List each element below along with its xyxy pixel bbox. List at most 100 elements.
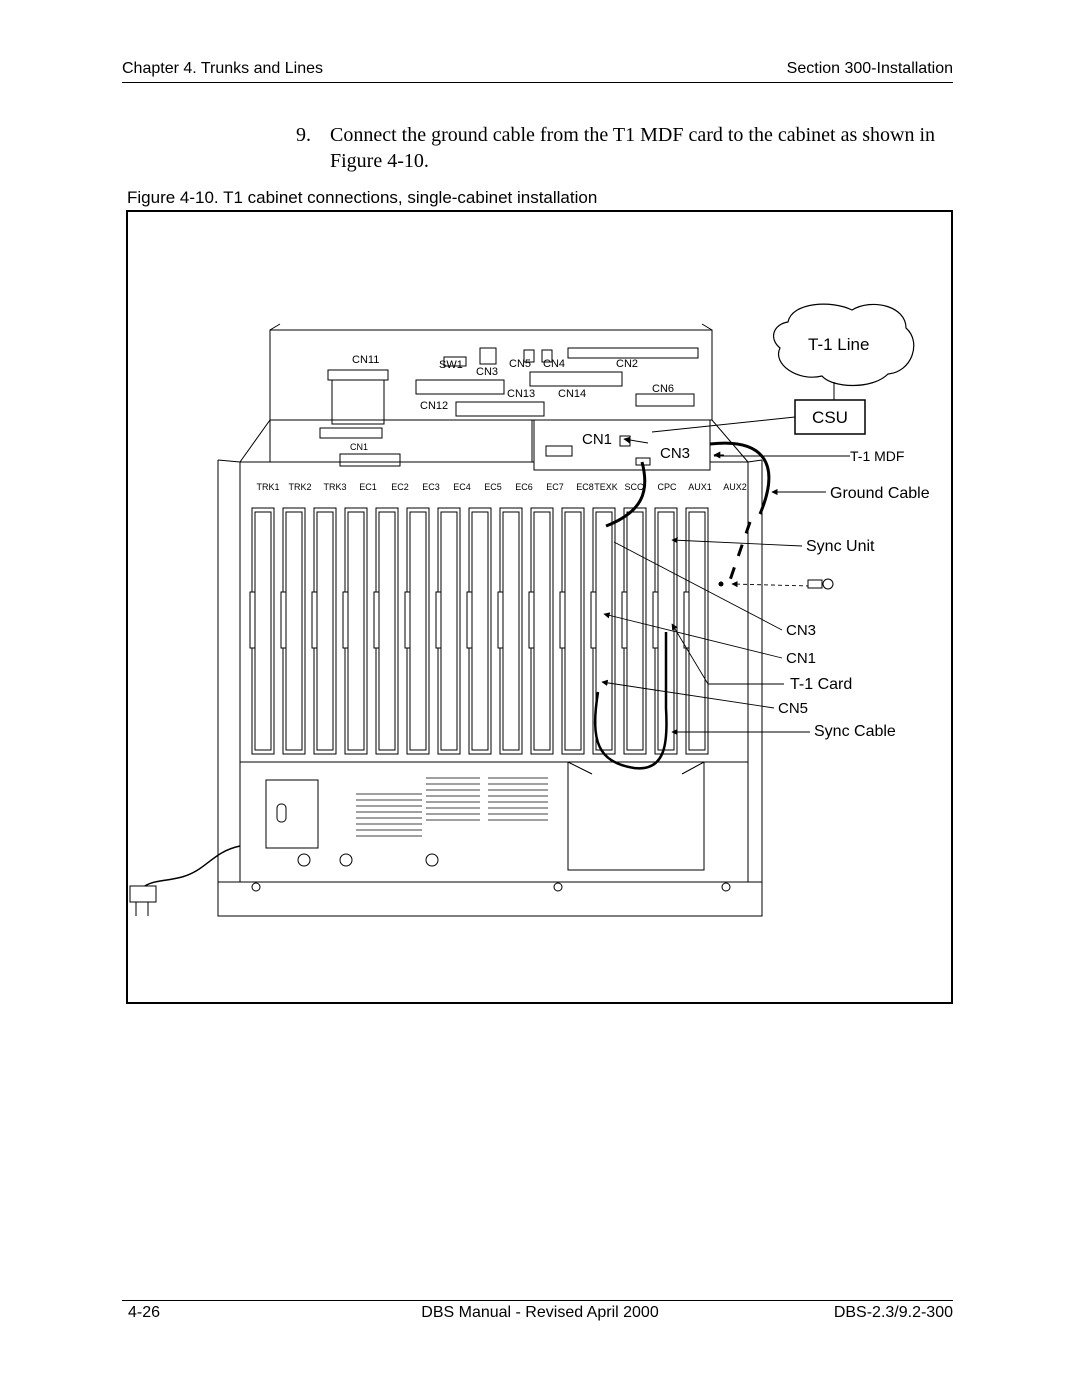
step-number: 9. (296, 124, 311, 146)
cn3-cable (605, 461, 647, 528)
slot-label: SCC (624, 482, 644, 492)
slot-label: TRK1 (256, 482, 279, 492)
sw1-switch (443, 356, 467, 367)
instruction-step: 9. Connect the ground cable from the T1 … (296, 122, 956, 174)
footer-rule (122, 1300, 953, 1301)
power-cord (141, 845, 241, 889)
label-cn4: CN4 (543, 358, 565, 370)
slot-label: TRK2 (288, 482, 311, 492)
label-t1-line: T-1 Line (808, 335, 869, 354)
mdf-cn1 (619, 435, 631, 447)
header-section: Section 300-Installation (786, 60, 953, 77)
card-latch (621, 591, 628, 649)
sync-cable (594, 632, 668, 770)
label-cn6: CN6 (652, 383, 674, 395)
label-t1-card: T-1 Card (790, 676, 852, 693)
slot-label: EC8 (576, 482, 594, 492)
card-latch (404, 591, 411, 649)
slot-label: EC3 (422, 482, 440, 492)
label-ground-cable: Ground Cable (830, 485, 930, 502)
foot (721, 882, 731, 892)
slot-label: AUX2 (723, 482, 747, 492)
switch (276, 803, 287, 823)
slot-label: EC1 (359, 482, 377, 492)
label-cn1-right: CN1 (786, 650, 816, 667)
foot (553, 882, 563, 892)
card-latch (652, 591, 659, 649)
cn13-connector (415, 379, 505, 395)
cn3-jack (479, 347, 497, 365)
card-latch (559, 591, 566, 649)
slot-label: AUX1 (688, 482, 712, 492)
label-cn12: CN12 (420, 400, 448, 412)
ground-cable-solid (709, 441, 771, 515)
knob (339, 853, 353, 867)
card-latch (249, 591, 256, 649)
label-sync-unit: Sync Unit (806, 538, 875, 555)
slot-label: TRK3 (323, 482, 346, 492)
label-cn1: CN1 (350, 442, 368, 452)
slot-label: EC7 (546, 482, 564, 492)
footer-title: DBS Manual - Revised April 2000 (421, 1304, 659, 1321)
figure-caption: Figure 4-10. T1 cabinet connections, sin… (127, 188, 598, 207)
power-plug (129, 885, 157, 903)
label-cn3: CN3 (476, 366, 498, 378)
card-latch (683, 591, 690, 649)
card-latch (280, 591, 287, 649)
label-cn5-right: CN5 (778, 700, 808, 717)
card-latch (435, 591, 442, 649)
label-cn3-right: CN3 (786, 622, 816, 639)
card-latch (342, 591, 349, 649)
csu-box (794, 399, 866, 435)
cn5-connector (523, 349, 535, 363)
slot-label: EC2 (391, 482, 409, 492)
board-connectors (269, 347, 711, 471)
card-latch (497, 591, 504, 649)
label-mdf-cn1: CN1 (582, 431, 612, 448)
cable-connector (319, 427, 383, 439)
power-switch-panel (265, 779, 319, 849)
label-sync-cable: Sync Cable (814, 723, 896, 740)
card-latch (373, 591, 380, 649)
footer-doc: DBS-2.3/9.2-300 (833, 1304, 953, 1321)
label-t1-mdf: T-1 MDF (850, 448, 904, 464)
cn4-connector (541, 349, 553, 363)
slot-label: TEXK (594, 482, 618, 492)
label-cn13: CN13 (507, 388, 535, 400)
cn14-connector (529, 371, 623, 387)
vent-grille (356, 777, 548, 837)
slot-labels: TRK1 TRK2 TRK3 EC1 EC2 EC3 EC4 EC5 EC6 E… (256, 482, 746, 492)
cn2-connector (567, 347, 699, 359)
card-latch (311, 591, 318, 649)
figure-frame: CN11 SW1 CN3 CN5 CN4 CN2 CN6 CN13 CN14 C… (126, 210, 953, 1004)
label-cn5: CN5 (509, 358, 531, 370)
ground-screw (807, 578, 834, 590)
label-mdf-cn3: CN3 (660, 445, 690, 462)
cn11-connector (327, 369, 389, 381)
t1-line-cloud (772, 303, 915, 386)
header-chapter: Chapter 4. Trunks and Lines (122, 60, 324, 77)
card-latch (590, 591, 597, 649)
step-text: Connect the ground cable from the T1 MDF… (330, 124, 936, 172)
knob (297, 853, 311, 867)
label-sw1: SW1 (439, 359, 463, 371)
cabinet-base (217, 881, 763, 917)
cn12-connector (455, 401, 545, 417)
card-latch (466, 591, 473, 649)
label-cn14: CN14 (558, 388, 586, 400)
ground-cable-dashed (726, 521, 752, 587)
cn1-connector (339, 453, 401, 467)
cabinet-diagram: CN11 SW1 CN3 CN5 CN4 CN2 CN6 CN13 CN14 C… (129, 303, 930, 917)
card-slots (249, 507, 709, 755)
cn6-connector (635, 393, 695, 407)
label-cn11: CN11 (352, 354, 379, 366)
slot-label: CPC (657, 482, 677, 492)
label-csu: CSU (812, 408, 848, 427)
footer-page: 4-26 (128, 1304, 161, 1321)
slot-label: EC6 (515, 482, 533, 492)
power-supply (567, 761, 705, 871)
slot-label: EC5 (484, 482, 502, 492)
label-cn2: CN2 (616, 358, 638, 370)
card-latch (528, 591, 535, 649)
mdf-chip (545, 445, 573, 457)
